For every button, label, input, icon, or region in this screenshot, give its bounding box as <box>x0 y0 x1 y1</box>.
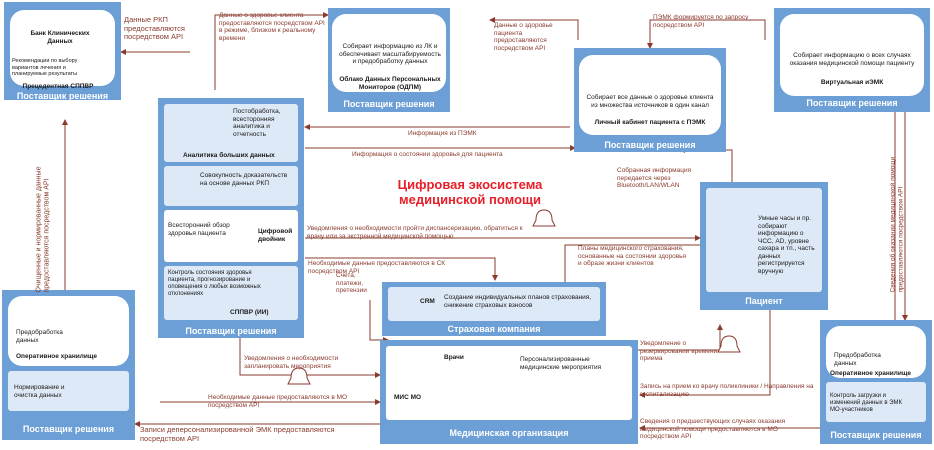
arrow-patient-health <box>489 17 579 40</box>
label-pemk-info: Информация из ПЭМК <box>408 130 477 137</box>
bank-title: Банк Клинических Данных <box>30 30 90 45</box>
label-client-health: Данные о здоровье клиента предоставляютс… <box>219 12 325 42</box>
vemk-name: Виртуальная иЭМК <box>820 79 884 86</box>
twin-name: Цифровой двойник <box>258 228 293 243</box>
left-store-name: Оперативное хранилище <box>16 353 98 360</box>
odpm-name: Облако Данных Персональных Мониторов (ОД… <box>339 76 441 91</box>
diagram-title: Цифровая экосистема медицинской помощи <box>397 177 543 207</box>
bell-icon-2 <box>287 367 311 385</box>
label-health-state: Информация о состоянии здоровья для паци… <box>352 151 503 158</box>
odpm-caption: Поставщик решения <box>343 99 435 109</box>
arrow-appointment <box>639 310 771 398</box>
label-depersonal: Записи деперсонализированной ЭМК предост… <box>140 425 335 443</box>
arrow-client-health <box>214 12 329 90</box>
insurance-text: Создание индивидуальных планов страхован… <box>444 294 592 309</box>
evidence-text: Совокупность доказательств на основе дан… <box>200 172 288 187</box>
bell-icon-3 <box>717 335 741 353</box>
insurance-caption: Страховая компания <box>447 324 541 334</box>
patient-caption: Пациент <box>745 296 783 306</box>
twin-text: Всесторонний обзор здоровья пациента <box>168 222 230 237</box>
insurance-crm: CRM <box>420 298 435 305</box>
label-reserve: Уведомление о резервировании времени при… <box>640 340 718 362</box>
lk-name: Личный кабинет пациента с ПЭМК <box>594 119 706 126</box>
label-appointment: Запись на прием ко врачу поликлиники / Н… <box>640 383 814 398</box>
label-planned: Уведомления о необходимости запланироват… <box>244 355 339 370</box>
label-sk-data: Необходимые данные предоставляются в СК … <box>308 260 446 275</box>
control-name: СППВР (ИИ) <box>230 309 269 316</box>
label-right-vertical: Сведения об оказании медицинской помощи … <box>889 156 905 293</box>
lk-caption: Поставщик решения <box>604 140 696 150</box>
arrow-sk-data <box>305 257 498 281</box>
medorg-text: Персонализированные медицинские мероприя… <box>520 356 602 371</box>
arrow-pemk-request <box>647 19 766 49</box>
analytics-name: Аналитика больших данных <box>183 152 275 159</box>
label-invoices: Счета, платежи, претензии <box>336 272 367 294</box>
patient-text: Умные часы и пр. собирают информацию о Ч… <box>758 215 815 275</box>
medorg-caption: Медицинская организация <box>449 428 569 438</box>
left-store-pre: Предобработка данных <box>16 329 63 344</box>
bank-text: Рекомендации по выбору вариантов лечения… <box>12 58 78 77</box>
lk-text: Собирает все данные о здоровье клиента и… <box>586 94 714 109</box>
left-store-norm: Нормирование и очистка данных <box>14 384 65 399</box>
label-prev-cases: Сведения о предшествующих случаях оказан… <box>640 418 786 440</box>
left-store-caption: Поставщик решения <box>22 424 115 434</box>
right-store-name: Оперативное хранилище <box>830 370 912 377</box>
bank-name: Прецедентная СППВР <box>22 83 94 90</box>
vemk-caption: Поставщик решения <box>806 98 898 108</box>
bank-caption: Поставщик решения <box>16 91 109 101</box>
center-caption: Поставщик решения <box>185 326 277 336</box>
analytics-text: Постобработка, всесторонняя аналитика и … <box>233 108 281 138</box>
vemk-text: Собирает информацию о всех случаях оказа… <box>789 52 915 67</box>
label-rkp: Данные РКП предоставляются посредством A… <box>124 15 185 41</box>
label-bluetooth: Собранная информация передается через Bl… <box>617 167 692 189</box>
arrow-planned <box>239 330 381 378</box>
label-mo-data: Необходимые данные предоставляются в МО … <box>208 394 348 409</box>
right-store-caption: Поставщик решения <box>830 430 922 440</box>
medorg-mis: МИС МО <box>394 394 422 401</box>
bell-icon <box>532 209 556 227</box>
control-text: Контроль состояния здоровья пациента, пр… <box>168 270 261 297</box>
medorg-doctors: Врачи <box>444 354 464 361</box>
label-pemk-request: ПЭМК формируется по запросу посредством … <box>653 14 749 29</box>
label-dispensary: Уведомления о необходимости пройти диспа… <box>307 225 523 240</box>
label-left-vertical: Очищенные и нормированные данные предост… <box>35 166 51 293</box>
label-plans: Планы медицинского страхования, основанн… <box>578 245 687 267</box>
label-patient-health: Данные о здоровье пациента предоставляют… <box>494 22 553 52</box>
right-store-ctrl: Контроль загрузки и изменений данных в Э… <box>830 393 903 413</box>
right-store-pre: Предобработка данных <box>834 352 881 367</box>
odpm-text: Собирает информацию из ЛК и обеспечивает… <box>339 43 441 65</box>
